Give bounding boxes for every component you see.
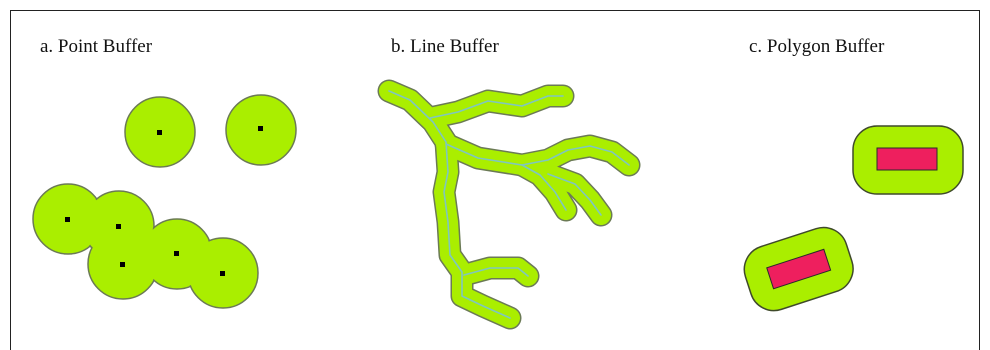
point-feature <box>157 130 162 135</box>
polygon-buffer-rotated <box>738 221 859 317</box>
buffer-diagram <box>0 0 990 342</box>
polygon-buffer-panel <box>738 126 963 317</box>
point-buffer-panel <box>33 95 296 308</box>
point-feature <box>220 271 225 276</box>
line-buffer-fill-segment <box>430 96 563 118</box>
polygon-feature <box>877 148 937 170</box>
point-feature <box>258 126 263 131</box>
point-feature <box>116 224 121 229</box>
point-feature <box>174 251 179 256</box>
line-buffer-panel <box>389 91 629 318</box>
point-feature <box>120 262 125 267</box>
point-feature <box>65 217 70 222</box>
